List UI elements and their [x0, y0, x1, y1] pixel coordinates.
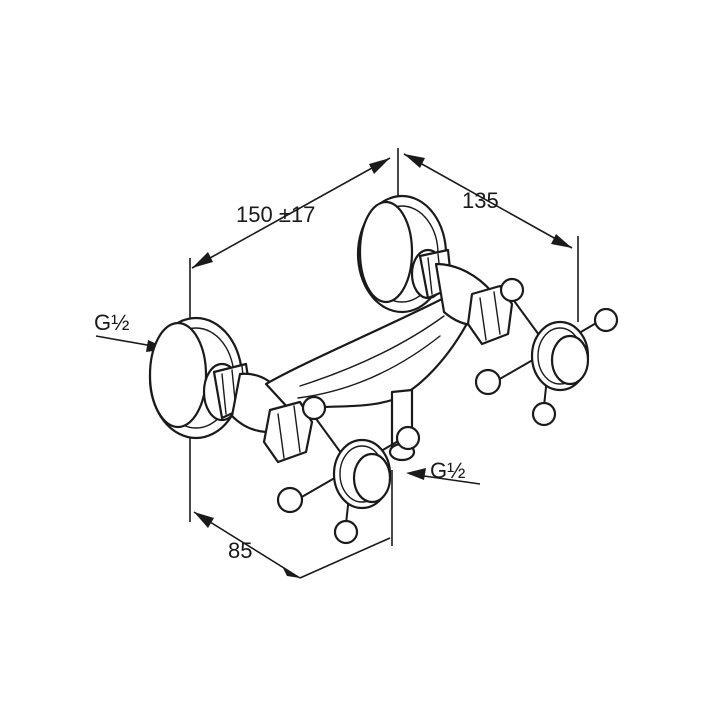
- bottom-connection-label: G½: [430, 458, 465, 483]
- width-dimension-label: 150 ±17: [236, 202, 315, 227]
- leader-bottom-connection: [406, 468, 481, 485]
- offset-dimension-label: 85: [228, 538, 252, 563]
- dimension-depth: [403, 153, 579, 322]
- left-connection-label: G½: [94, 310, 129, 335]
- depth-dimension-label: 135: [462, 188, 499, 213]
- right-wall-rosette: [356, 194, 454, 314]
- dimension-offset: [193, 470, 393, 579]
- mixer-body: [230, 262, 514, 464]
